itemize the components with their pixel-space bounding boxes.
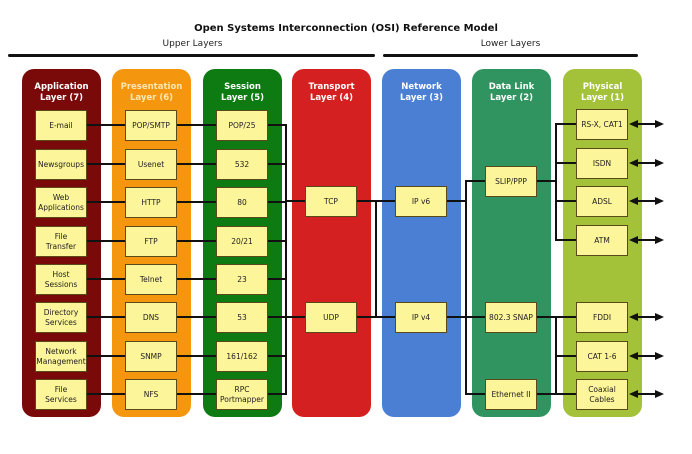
protocol-box: 20/21 bbox=[216, 226, 268, 257]
protocol-box: FDDI bbox=[576, 302, 628, 333]
protocol-box: ATM bbox=[576, 225, 628, 256]
protocol-box: File Transfer bbox=[35, 226, 87, 257]
protocol-box: Host Sessions bbox=[35, 264, 87, 295]
session-layer-heading: Session Layer (5) bbox=[220, 82, 265, 103]
protocol-box: Telnet bbox=[125, 264, 177, 295]
protocol-box: Usenet bbox=[125, 149, 177, 180]
protocol-box: IP v4 bbox=[395, 302, 447, 333]
protocol-box: E-mail bbox=[35, 110, 87, 141]
protocol-box: 80 bbox=[216, 187, 268, 218]
protocol-box: 53 bbox=[216, 302, 268, 333]
protocol-box: Ethernet II bbox=[485, 379, 537, 410]
protocol-box: DNS bbox=[125, 302, 177, 333]
upper-layers-label: Upper Layers bbox=[162, 39, 223, 49]
protocol-box: RPC Portmapper bbox=[216, 379, 268, 410]
protocol-box: POP/25 bbox=[216, 110, 268, 141]
diagram-title: Open Systems Interconnection (OSI) Refer… bbox=[194, 23, 498, 34]
network-datalink-connectors bbox=[446, 180, 486, 395]
upper-layers-bar bbox=[8, 54, 375, 57]
protocol-box: 802.3 SNAP bbox=[485, 302, 537, 333]
network-layer-heading: Network Layer (3) bbox=[399, 82, 444, 103]
transport-network-connectors bbox=[356, 200, 396, 318]
protocol-box: File Services bbox=[35, 379, 87, 410]
protocol-box: ADSL bbox=[576, 186, 628, 217]
protocol-box: POP/SMTP bbox=[125, 110, 177, 141]
protocol-box: Directory Services bbox=[35, 302, 87, 333]
protocol-box: HTTP bbox=[125, 187, 177, 218]
presentation-layer-heading: Presentation Layer (6) bbox=[120, 82, 183, 103]
application-layer-heading: Application Layer (7) bbox=[34, 82, 89, 103]
protocol-box: 23 bbox=[216, 264, 268, 295]
lower-layers-label: Lower Layers bbox=[480, 39, 541, 49]
protocol-box: Coaxial Cables bbox=[576, 379, 628, 410]
protocol-box: Network Management bbox=[35, 341, 87, 372]
physical-layer-heading: Physical Layer (1) bbox=[580, 82, 625, 103]
protocol-box: Newsgroups bbox=[35, 149, 87, 180]
session-bus bbox=[268, 124, 306, 395]
protocol-box: RS-X, CAT1 bbox=[576, 109, 628, 140]
protocol-box: CAT 1-6 bbox=[576, 341, 628, 372]
protocol-box: 161/162 bbox=[216, 341, 268, 372]
lower-layers-bar bbox=[383, 54, 638, 57]
transport-layer-column: Transport Layer (4) bbox=[292, 69, 371, 417]
network-layer-column: Network Layer (3) bbox=[382, 69, 461, 417]
datalink-physical-connectors bbox=[536, 123, 577, 395]
protocol-box: SNMP bbox=[125, 341, 177, 372]
transport-layer-heading: Transport Layer (4) bbox=[308, 82, 355, 103]
protocol-box: ISDN bbox=[576, 148, 628, 179]
protocol-box: NFS bbox=[125, 379, 177, 410]
protocol-box: IP v6 bbox=[395, 186, 447, 217]
datalink-layer-column: Data Link Layer (2) bbox=[472, 69, 551, 417]
protocol-box: Web Applications bbox=[35, 187, 87, 218]
protocol-box: TCP bbox=[305, 186, 357, 217]
protocol-box: FTP bbox=[125, 226, 177, 257]
datalink-layer-heading: Data Link Layer (2) bbox=[488, 82, 535, 103]
protocol-box: 532 bbox=[216, 149, 268, 180]
protocol-box: SLIP/PPP bbox=[485, 166, 537, 197]
protocol-box: UDP bbox=[305, 302, 357, 333]
